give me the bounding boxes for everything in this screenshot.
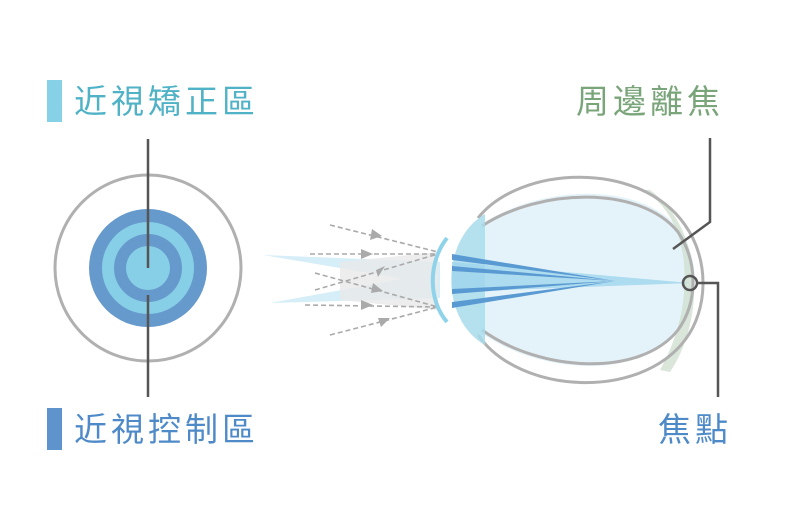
arrow-icons (361, 229, 390, 327)
control-zone-marker (47, 408, 62, 450)
sclera-inner (481, 195, 695, 366)
light-cone (340, 252, 438, 310)
leader-line-focal (697, 281, 720, 397)
control-zone-label: 近視控制區 (74, 410, 259, 449)
eye (430, 138, 720, 397)
sclera-outer (476, 175, 705, 385)
refracted-rays (452, 254, 690, 308)
focal-point-label: 焦點 (658, 410, 732, 449)
correction-zone-marker (47, 80, 62, 122)
lens-diagram (53, 139, 243, 397)
leader-line-defocus (672, 138, 712, 251)
peripheral-defocus-label: 周邊離焦 (576, 82, 724, 121)
contact-lens (430, 236, 449, 324)
correction-zone-label: 近視矯正區 (74, 82, 259, 121)
incoming-light (263, 224, 440, 336)
